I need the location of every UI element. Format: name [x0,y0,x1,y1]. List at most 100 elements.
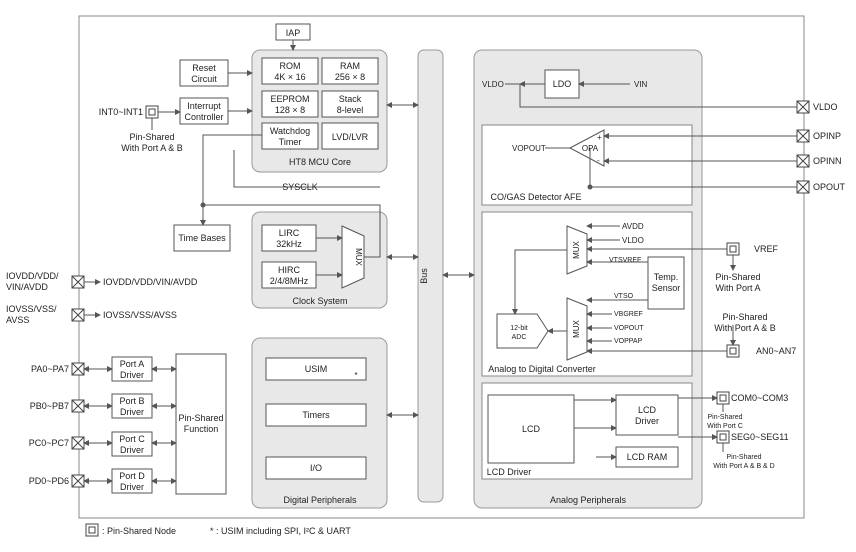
port-d-driver-1: Port D [119,471,145,481]
ldo-label: LDO [553,79,572,89]
com-shared-1: Pin-Shared [707,414,742,421]
iap-label: IAP [286,28,301,38]
vss-pin-label: IOVSS/VSS/ [6,304,57,314]
adc-mux-top [566,225,588,275]
ldo-box [544,69,580,99]
lcd-driver-label-2: Driver [635,416,659,426]
vldo-pin-label: VLDO [813,102,838,112]
int-shared-1: Pin-Shared [129,132,174,142]
pin-shared-node-icon [726,242,740,256]
temp-label-1: Temp. [654,272,679,282]
usim-mark: * [354,371,357,380]
time-bases-box [173,224,231,252]
vtsvref-label: VTSVREF [609,257,641,264]
interrupt-label-1: Interrupt [187,101,221,111]
eeprom-box [261,90,319,118]
eeprom-size: 128 × 8 [275,105,305,115]
opa-plus: + [597,133,602,142]
lirc-label-1: LIRC [279,228,300,238]
lvd-box [321,122,379,150]
port-b-driver-2: Driver [120,407,144,417]
vss-pin-label-2: AVSS [6,315,29,325]
adc-panel-label: Analog to Digital Converter [488,364,596,374]
rom-box [261,57,319,85]
avdd-label: AVDD [622,222,644,231]
stack-label: Stack [339,94,362,104]
port-b-pin: PB0~PB7 [30,401,69,411]
clock-mux-label: MUX [354,248,363,266]
port-c-driver [111,431,153,457]
vin-label: VIN [634,80,648,89]
port-d-pin: PD0~PD6 [29,476,69,486]
vbgref-label: VBGREF [614,311,643,318]
opinp-pin-label: OPINP [813,131,841,141]
hirc-label-1: HIRC [278,265,300,275]
digital-peripherals-label: Digital Peripherals [283,495,357,505]
ram-size: 256 × 8 [335,72,365,82]
pin-shared-function-box [175,353,227,495]
port-c-driver-1: Port C [119,434,145,444]
adc-label-2: ADC [512,334,527,341]
pin-shared-node-icon [726,344,740,358]
stack-size: 8-level [337,105,364,115]
port-b-driver-1: Port B [119,396,144,406]
pin-shared-node-icon [716,391,730,405]
vdd-signal: IOVDD/VDD/VIN/AVDD [103,277,198,287]
clock-system-label: Clock System [292,296,347,306]
an-shared-2: With Port A & B [714,323,776,333]
vtso-label: VTSO [614,293,634,300]
timers-box [265,403,367,427]
seg-pin-label: SEG0~SEG11 [731,432,789,442]
adc-label-1: 12-bit [510,325,528,332]
eeprom-label: EEPROM [270,94,309,104]
adc-mux-bottom-label: MUX [572,319,581,337]
vldo-label: VLDO [482,80,504,89]
watchdog-label-2: Timer [279,137,302,147]
timers-label: Timers [302,410,330,420]
usim-box [265,357,367,381]
com-pin-label: COM0~COM3 [731,393,788,403]
port-a-driver-1: Port A [120,359,145,369]
sysclk-label: SYSCLK [282,182,318,192]
port-d-driver [111,468,153,494]
rom-label: ROM [280,61,301,71]
vss-signal: IOVSS/VSS/AVSS [103,310,177,320]
legend-node-label: : Pin-Shared Node [102,526,176,536]
seg-shared-1: Pin-Shared [726,454,761,461]
temp-label-2: Sensor [652,283,681,293]
reset-box [179,59,229,87]
adc-box [496,313,549,349]
lcd-box [487,394,575,464]
opa-minus: - [597,156,600,165]
usim-label: USIM [305,364,328,374]
ram-box [321,57,379,85]
vldo2-label: VLDO [622,236,644,245]
watchdog-label-1: Watchdog [270,126,310,136]
pin-shared-function-1: Pin-Shared [178,413,223,423]
vdd-pin-label: IOVDD/VDD/ [6,271,59,281]
io-label: I/O [310,463,322,473]
port-d-driver-2: Driver [120,482,144,492]
pin-x-icons [71,100,810,488]
port-c-pin: PC0~PC7 [29,438,69,448]
an-shared-1: Pin-Shared [722,312,767,322]
rom-size: 4K × 16 [274,72,305,82]
ram-label: RAM [340,61,360,71]
adc-mux-top-label: MUX [572,240,581,258]
bus-label: Bus [419,268,429,284]
vref-pin-label: VREF [754,244,779,254]
legend-note: * : USIM including SPI, I²C & UART [210,526,351,536]
an-pin-label: AN0~AN7 [756,346,796,356]
pin-shared-node-icon [85,523,99,537]
lcd-driver-label-1: LCD [638,405,657,415]
pin-shared-node-icon [716,430,730,444]
pin-shared-function-2: Function [184,424,219,434]
vref-shared-2: With Port A [715,283,760,293]
vopout2-label: VOPOUT [614,325,644,332]
reset-label-2: Circuit [191,74,217,84]
vopout-label: VOPOUT [512,144,546,153]
opa-label: OPA [582,144,599,153]
lcd-driver-box [615,394,679,436]
mcu-core-label: HT8 MCU Core [289,157,351,167]
